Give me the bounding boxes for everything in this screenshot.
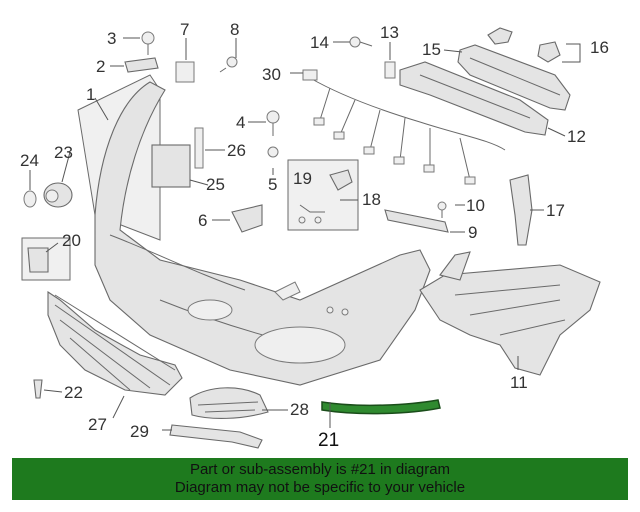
label-28: 28 xyxy=(290,400,309,419)
part-13-clip xyxy=(384,61,396,79)
label-13: 13 xyxy=(380,23,399,42)
part-15-reinforcement xyxy=(457,44,571,111)
part-9-strip xyxy=(384,209,449,233)
label-30: 30 xyxy=(262,65,281,84)
part-1-bumper-cover xyxy=(94,81,431,386)
part-30-wiring-harness xyxy=(302,69,506,185)
part-14-bolt xyxy=(349,36,373,48)
label-6: 6 xyxy=(198,211,207,230)
label-29: 29 xyxy=(130,422,149,441)
label-25: 25 xyxy=(206,175,225,194)
part-23-parking-sensor xyxy=(43,182,73,208)
part-10-screw xyxy=(437,201,447,218)
part-12-impact-absorber xyxy=(399,61,549,136)
label-19: 19 xyxy=(293,169,312,188)
label-11: 11 xyxy=(510,373,528,392)
label-7: 7 xyxy=(180,20,189,39)
label-4: 4 xyxy=(236,113,245,132)
label-15: 15 xyxy=(422,40,441,59)
label-21: 21 xyxy=(318,430,339,451)
part-26-bracket xyxy=(194,127,204,169)
label-9: 9 xyxy=(468,223,477,242)
part-16-brackets xyxy=(487,27,561,63)
label-5: 5 xyxy=(268,175,277,194)
label-26: 26 xyxy=(227,141,246,160)
part-18-callout-box xyxy=(287,159,359,231)
label-14: 14 xyxy=(310,33,329,52)
label-8: 8 xyxy=(230,20,239,39)
part-24-ring xyxy=(23,190,37,208)
part-28-fog-grille xyxy=(189,387,269,419)
part-27-lower-grille xyxy=(47,290,183,396)
label-27: 27 xyxy=(88,415,107,434)
part-25-module xyxy=(151,144,191,188)
part-8-screw xyxy=(219,56,238,73)
part-3-bolt xyxy=(141,31,155,55)
banner-line-2: Diagram may not be specific to your vehi… xyxy=(174,479,466,496)
label-22: 22 xyxy=(64,383,83,402)
label-2: 2 xyxy=(96,57,105,76)
part-17-side-support xyxy=(509,174,533,246)
label-10: 10 xyxy=(466,196,485,215)
part-6-bracket xyxy=(231,204,263,233)
part-11-side-bracket xyxy=(419,251,601,376)
label-23: 23 xyxy=(54,143,73,162)
part-2-clip xyxy=(124,57,159,73)
label-24: 24 xyxy=(20,151,39,170)
part-7-nut xyxy=(175,61,195,83)
banner-line-1: Part or sub-assembly is #21 in diagram xyxy=(189,461,451,478)
part-22-pin xyxy=(33,379,43,399)
label-20: 20 xyxy=(62,231,81,250)
label-12: 12 xyxy=(567,127,586,146)
part-5-washer xyxy=(267,146,279,158)
label-16: 16 xyxy=(590,38,609,57)
label-3: 3 xyxy=(107,29,116,48)
label-17: 17 xyxy=(546,201,565,220)
label-18: 18 xyxy=(362,190,381,209)
part-number-labels: 3 2 7 8 1 4 5 6 26 25 23 24 20 22 27 29 … xyxy=(20,20,609,451)
label-1: 1 xyxy=(86,85,95,104)
leader-lines xyxy=(29,37,581,431)
part-29-trim-strip xyxy=(169,424,263,449)
part-21-lower-strip xyxy=(321,399,441,415)
part-4-bolt xyxy=(266,110,280,136)
part-20-sensor-bracket xyxy=(21,237,71,281)
part-info-banner: Part or sub-assembly is #21 in diagram D… xyxy=(12,458,628,500)
